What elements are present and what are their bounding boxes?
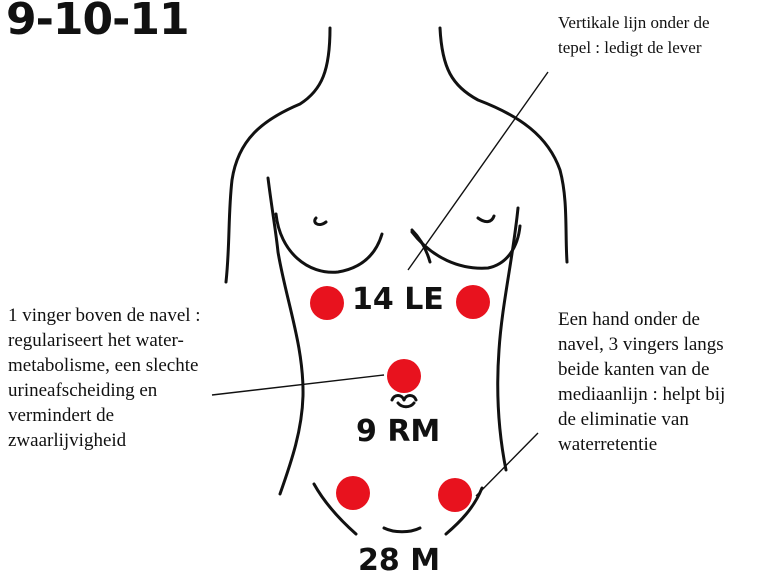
note-left-line: 1 vinger boven de navel : [8, 303, 201, 328]
point-28m-right [438, 478, 472, 512]
left-torso-line [268, 178, 303, 494]
note-top-line: tepel : ledigt de lever [558, 35, 710, 60]
note-top-line: Vertikale lijn onder de [558, 10, 710, 35]
note-right: Een hand onder de navel, 3 vingers langs… [558, 307, 725, 457]
note-right-line: beide kanten van de [558, 357, 725, 382]
leader-line-right [476, 433, 538, 496]
note-right-line: waterretentie [558, 432, 725, 457]
note-left-line: vermindert de [8, 403, 201, 428]
note-right-line: mediaanlijn : helpt bij [558, 382, 725, 407]
point-28m-left [336, 476, 370, 510]
breast-crease-line [412, 230, 430, 262]
leader-line-left [212, 375, 384, 395]
note-left: 1 vinger boven de navel : regulariseert … [8, 303, 201, 453]
right-neck-shoulder-line [440, 28, 567, 262]
note-right-line: Een hand onder de [558, 307, 725, 332]
note-top: Vertikale lijn onder de tepel : ledigt d… [558, 10, 710, 60]
note-left-line: regulariseert het water- [8, 328, 201, 353]
point-14le-right [456, 285, 490, 319]
point-14le-left [310, 286, 344, 320]
point-label-28m: 28 M [358, 543, 440, 578]
note-right-line: de eliminatie van [558, 407, 725, 432]
right-breast-line [412, 226, 520, 268]
point-label-14le: 14 LE [352, 282, 444, 317]
note-left-line: urineafscheiding en [8, 378, 201, 403]
right-nipple-mark [478, 216, 494, 222]
navel-lower-mark [398, 403, 414, 407]
note-right-line: navel, 3 vingers langs [558, 332, 725, 357]
pubic-line [384, 528, 420, 532]
point-9rm [387, 359, 421, 393]
navel-mark [392, 396, 416, 401]
note-left-line: metabolisme, een slechte [8, 353, 201, 378]
left-nipple-mark [315, 218, 326, 225]
left-breast-line [276, 214, 382, 272]
note-left-line: zwaarlijvigheid [8, 428, 201, 453]
leader-line-top [408, 72, 548, 270]
point-label-9rm: 9 RM [356, 414, 440, 449]
